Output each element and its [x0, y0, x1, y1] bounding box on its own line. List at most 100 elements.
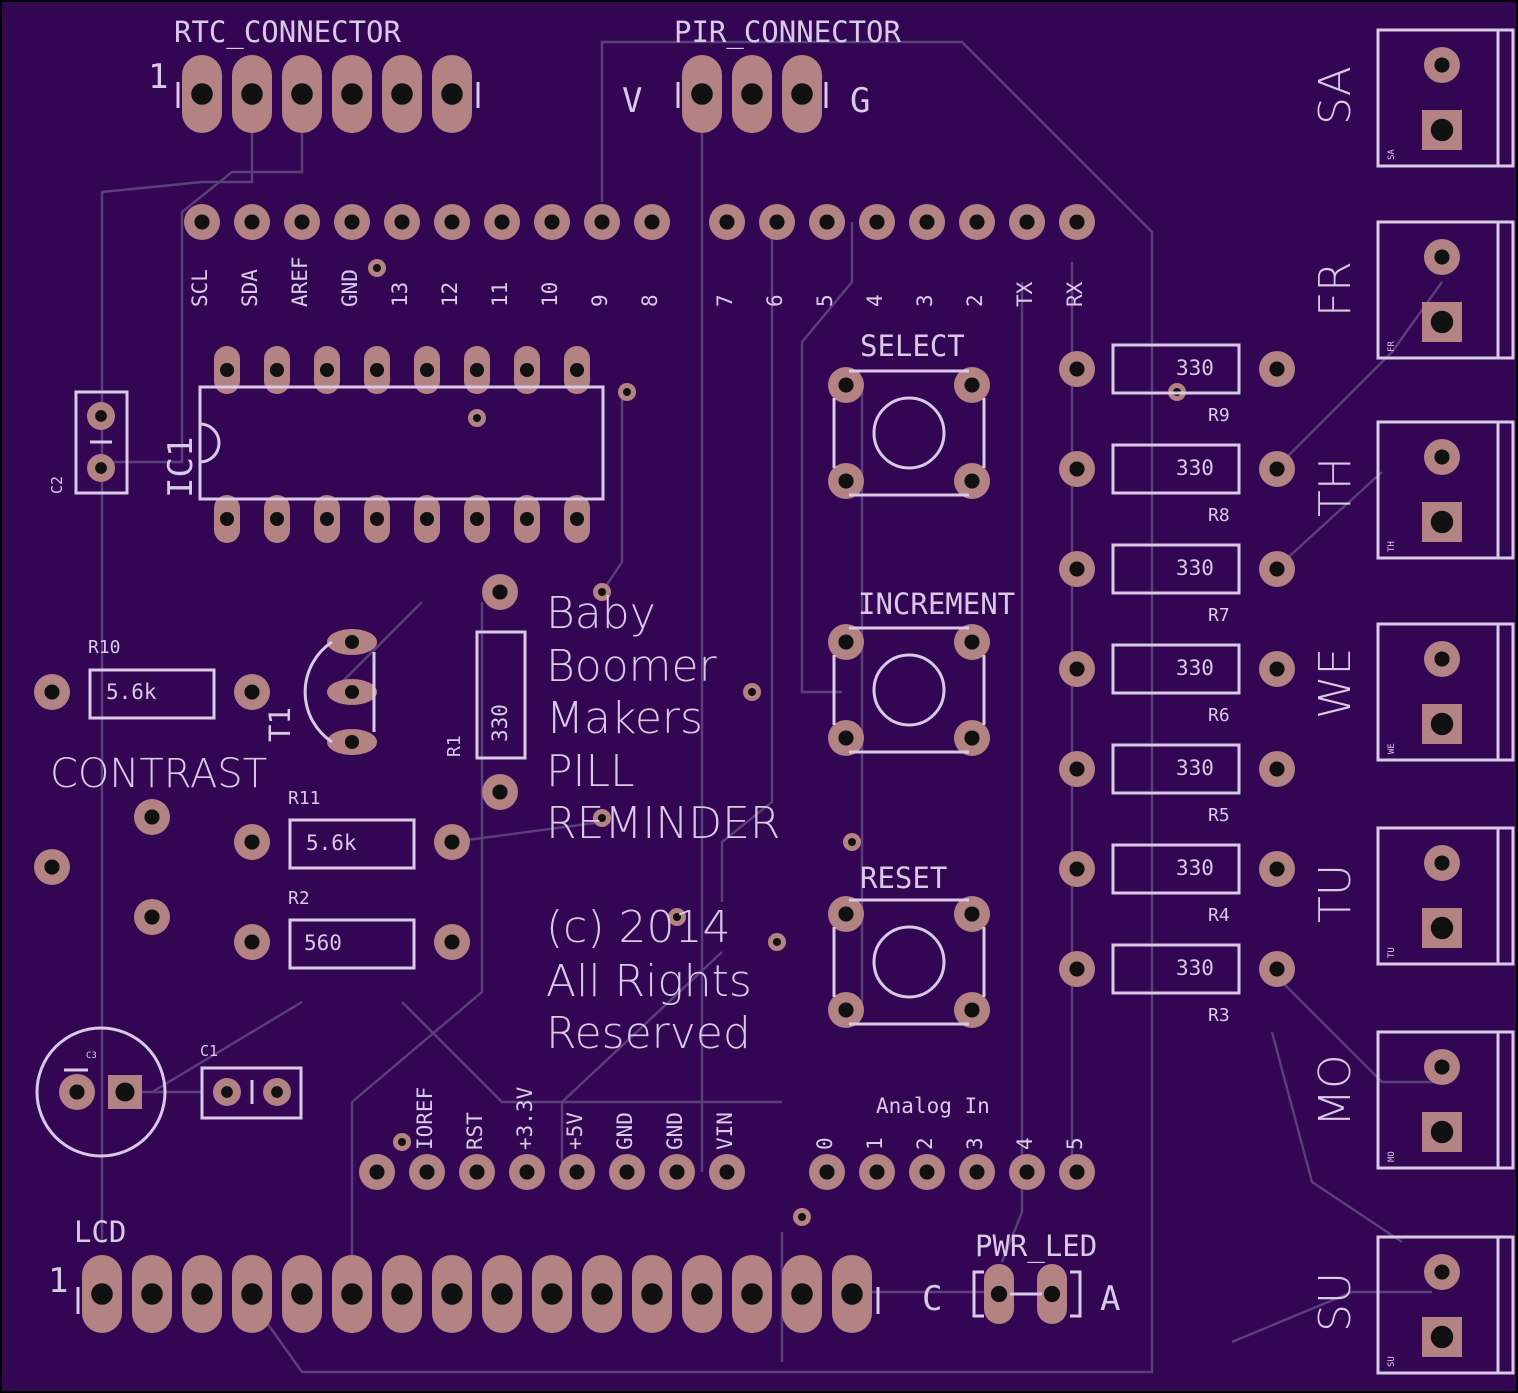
power-pin-pad-5-hole: [619, 1164, 635, 1180]
resistor-value-7: 330: [1176, 956, 1214, 980]
r11-value: 5.6k: [306, 831, 357, 855]
ic1-pad-bottom-2-hole: [269, 511, 285, 527]
lcd-pad-2-hole: [141, 1283, 163, 1305]
top-pin-label-2: SDA: [238, 269, 262, 307]
day-terminal-outline-1: [1376, 28, 1515, 168]
resistor-value-5: 330: [1176, 756, 1214, 780]
increment-button-pad-4-hole: [964, 730, 980, 746]
analog-pin-label-4: 3: [963, 1137, 987, 1150]
resistor-pad-a-5-hole: [1069, 761, 1085, 777]
ic1-pad-top-7-hole: [519, 362, 535, 378]
resistor-outline-3: [1111, 543, 1241, 595]
r11-pad-2-hole: [444, 834, 460, 850]
resistor-name-2: R8: [1208, 505, 1230, 526]
resistor-name-7: R3: [1208, 1005, 1230, 1026]
lcd-pad-1-hole: [91, 1283, 113, 1305]
day-terminal-outline-4: [1376, 622, 1515, 762]
r10-label: R10: [88, 637, 121, 658]
power-pin-label-3: +3.3V: [513, 1086, 537, 1150]
via-4-hole: [598, 588, 606, 596]
c1-label: C1: [200, 1042, 219, 1060]
pot-pad-3-hole: [144, 909, 160, 925]
resistor-outline-6: [1111, 843, 1241, 895]
analog-pin-pad-3-hole: [919, 1164, 935, 1180]
ic1-pad-top-8-hole: [569, 362, 585, 378]
resistor-pad-a-2-hole: [1069, 461, 1085, 477]
select-button-pad-2-hole: [964, 377, 980, 393]
r11-outline: [288, 818, 416, 870]
pir-connector-label: PIR_CONNECTOR: [674, 15, 901, 49]
ic1-pad-top-5-hole: [419, 362, 435, 378]
day-terminal-pad-square-5-hole: [1430, 916, 1454, 940]
analog-pin-label-2: 1: [863, 1137, 887, 1150]
top-pin-pad-6-hole: [444, 214, 460, 230]
c3-outline: [35, 1026, 167, 1158]
pads-layer: [34, 47, 1462, 1357]
analog-pin-label-5: 4: [1013, 1137, 1037, 1150]
ic1-outline: [198, 385, 605, 501]
rtc-pad-1-hole: [191, 83, 213, 105]
lcd-pad-11-hole: [591, 1283, 613, 1305]
r11-label: R11: [288, 788, 321, 809]
top-pin-label-3: AREF: [288, 256, 312, 307]
day-small-label-5: TU: [1387, 947, 1397, 958]
day-terminal-pad-round-7-hole: [1434, 1264, 1450, 1280]
reset-button-pad-1-hole: [838, 906, 854, 922]
resistor-name-3: R7: [1208, 605, 1230, 626]
ic1-pad-bottom-3-hole: [319, 511, 335, 527]
resistor-pad-a-1-hole: [1069, 361, 1085, 377]
resistor-pad-b-7-hole: [1269, 961, 1285, 977]
r2-pad-2-hole: [444, 934, 460, 950]
lcd-pad-4-hole: [241, 1283, 263, 1305]
top-pin-label-13: 5: [813, 294, 837, 307]
via-6-hole: [598, 814, 606, 822]
c3-label: C3: [86, 1051, 97, 1061]
day-terminal-pad-round-2-hole: [1434, 249, 1450, 265]
top-pin-pad-7-hole: [494, 214, 510, 230]
power-pin-pad-1-hole: [419, 1164, 435, 1180]
select-button-label: SELECT: [860, 329, 965, 363]
pir-pad-3-hole: [791, 83, 813, 105]
day-terminal-pad-round-6-hole: [1434, 1059, 1450, 1075]
lcd-pin1-label: 1: [48, 1261, 69, 1301]
resistor-value-2: 330: [1176, 456, 1214, 480]
pwr-led-outline: [972, 1270, 1082, 1318]
traces: [100, 40, 1443, 1374]
pwr-c-label: C: [922, 1279, 943, 1319]
rtc-pad-4-hole: [341, 83, 363, 105]
day-terminal-pad-square-4-hole: [1430, 712, 1454, 736]
r1-pad-2-hole: [492, 784, 508, 800]
title-line-3: Makers: [546, 693, 703, 744]
ic1-pad-bottom-4-hole: [369, 511, 385, 527]
top-pin-label-18: RX: [1063, 281, 1087, 307]
resistor-value-4: 330: [1176, 656, 1214, 680]
top-pin-label-12: 6: [763, 294, 787, 307]
lcd-pad-16-hole: [841, 1283, 863, 1305]
lcd-pad-8-hole: [441, 1283, 463, 1305]
resistor-value-3: 330: [1176, 556, 1214, 580]
title-line-4: PILL: [546, 746, 635, 797]
reset-button-pad-2-hole: [964, 906, 980, 922]
lcd-pad-7-hole: [391, 1283, 413, 1305]
day-terminal-outline-2: [1376, 220, 1515, 360]
ic1-pad-top-2-hole: [269, 362, 285, 378]
resistor-pad-b-3-hole: [1269, 561, 1285, 577]
via-12-hole: [798, 1213, 806, 1221]
lcd-pad-15-hole: [791, 1283, 813, 1305]
r1-pad-1-hole: [492, 584, 508, 600]
r10-value: 5.6k: [106, 680, 157, 704]
select-button-pad-3-hole: [838, 473, 854, 489]
power-pin-label-4: +5V: [563, 1112, 587, 1150]
via-7-hole: [848, 838, 856, 846]
top-pin-pad-9-hole: [594, 214, 610, 230]
day-terminal-pad-round-1-hole: [1434, 57, 1450, 73]
resistor-value-6: 330: [1176, 856, 1214, 880]
ic1-pad-bottom-8-hole: [569, 511, 585, 527]
top-pin-pad-3-hole: [294, 214, 310, 230]
rtc-pin1-label: 1: [148, 57, 169, 97]
t1-pad-3-hole: [344, 734, 360, 750]
c3-pad-1-hole: [69, 1084, 85, 1100]
lcd-pad-9-hole: [491, 1283, 513, 1305]
contrast-label: CONTRAST: [50, 751, 268, 797]
